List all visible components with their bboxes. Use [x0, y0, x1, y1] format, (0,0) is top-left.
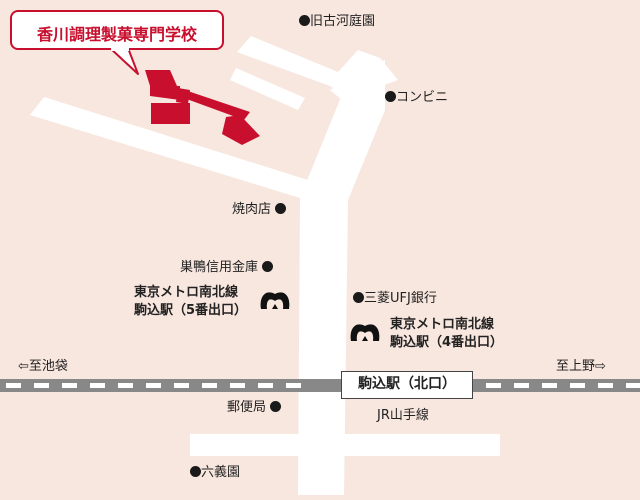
road-northeast [330, 58, 398, 100]
landmark-yakiniku: 焼肉店 [232, 202, 287, 218]
tokyo-metro-logo-icon [260, 292, 290, 309]
landmark-mufg: 三菱UFJ銀行 [353, 291, 437, 307]
rail-dashes [6, 383, 640, 388]
landmark-dot-icon [353, 292, 364, 303]
landmark-sugamo-shinkin: 巣鴨信用金庫 [180, 260, 274, 276]
landmark-convenience: コンビニ [385, 90, 448, 106]
tokyo-metro-logo-icon [350, 324, 380, 341]
road-bottom-cross [190, 434, 500, 456]
metro-exit5-line: 東京メトロ南北線 [134, 285, 239, 300]
landmark-label: 三菱UFJ銀行 [364, 291, 437, 306]
landmark-label: 旧古河庭園 [310, 14, 376, 29]
metro-exit4-line: 東京メトロ南北線 [390, 317, 495, 332]
landmark-label: 郵便局 [227, 400, 267, 415]
landmark-post-office: 郵便局 [227, 400, 282, 416]
landmark-dot-icon [190, 466, 201, 477]
road-lower-diagonal [230, 68, 305, 110]
jr-yamanote-line: JR山手線 [377, 408, 429, 423]
road-diagonal-main [30, 97, 308, 198]
landmark-label: コンビニ [396, 90, 449, 105]
landmark-dot-icon [270, 401, 282, 412]
callout-pointer [109, 47, 139, 75]
landmark-kyufurukawa: 旧古河庭園 [299, 14, 375, 30]
landmark-label: 巣鴨信用金庫 [180, 260, 259, 275]
rail-band [0, 379, 640, 392]
direction-ueno: 至上野⇨ [556, 359, 606, 374]
road-main-north [298, 60, 385, 495]
landmark-label: 六義園 [201, 465, 241, 480]
landmark-dot-icon [275, 203, 287, 214]
landmark-dot-icon [385, 91, 396, 102]
komagome-station-box: 駒込駅（北口） [341, 371, 473, 399]
school-building [145, 70, 260, 145]
landmark-rikugien: 六義園 [190, 465, 240, 481]
road-upper-diagonal [237, 36, 338, 86]
direction-ikebukuro: ⇦至池袋 [18, 359, 68, 374]
school-callout: 香川調理製菓専門学校 [10, 10, 224, 50]
landmark-dot-icon [262, 261, 274, 272]
school-name: 香川調理製菓専門学校 [36, 25, 197, 44]
metro-exit4-station: 駒込駅（4番出口） [390, 335, 504, 350]
landmark-dot-icon [299, 15, 310, 26]
landmark-label: 焼肉店 [232, 202, 272, 217]
metro-exit5-station: 駒込駅（5番出口） [134, 303, 248, 318]
